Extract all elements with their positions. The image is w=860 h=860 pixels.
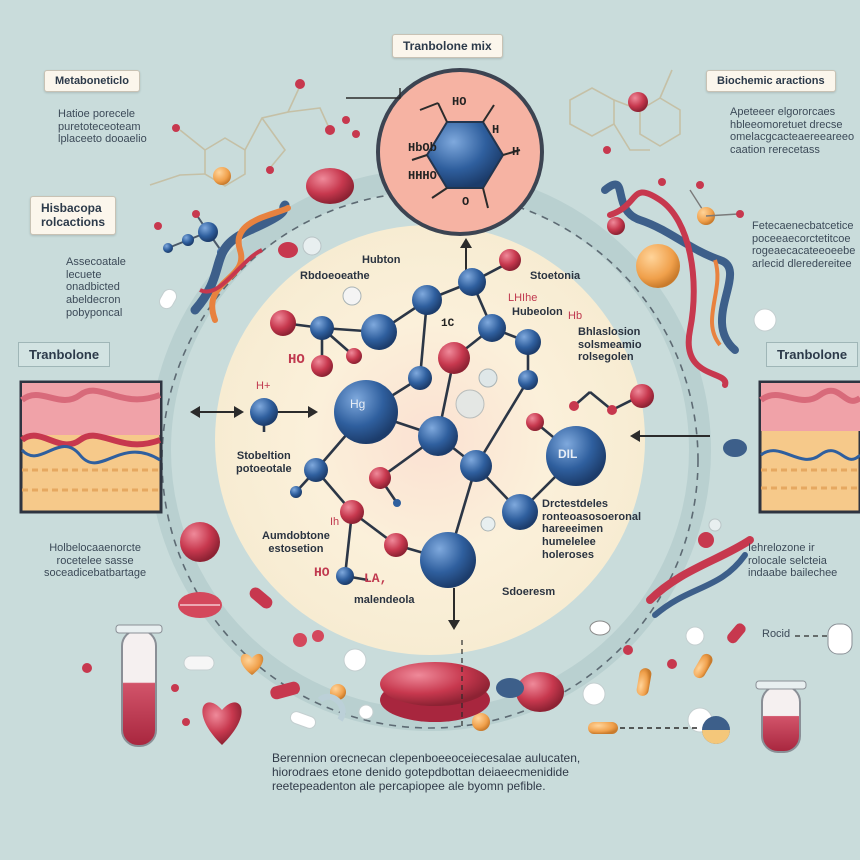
top-title: Tranbolone mix	[392, 34, 503, 58]
left-panel-text: Hatioe porecele puretoteceoteam lplaceet…	[58, 108, 147, 146]
central-molecule	[250, 249, 654, 588]
mol-label: malendeola	[354, 594, 415, 606]
mol-label: Aumdobtone estosetion	[262, 530, 330, 555]
mol-label: Hubton	[362, 254, 401, 266]
hex-label-hhho: HHHO	[408, 169, 437, 183]
hex-label-o: O	[462, 195, 470, 209]
mol-label: Hb	[568, 310, 583, 322]
mol-label: Bhlaslosion solsmeamio rolsegolen	[578, 326, 642, 364]
right-lower-text: Iehrelozone ir rolocale selcteia indaabe…	[748, 542, 838, 580]
mol-label: DIL	[558, 447, 578, 461]
mol-label: Rbdoeoeathe	[300, 270, 370, 282]
right-panel-heading: Biochemic aractions	[706, 70, 836, 92]
left-mid-heading: Hisbacopa rolcactions	[30, 196, 117, 235]
right-panel-text: Apeteeer elgororcaes hbleeomoretuet drec…	[730, 106, 855, 156]
mol-label: Sdoeresm	[502, 586, 556, 598]
right-mid-text: Fetecaenecbatcetice poceeaecorctetitcoe …	[752, 220, 856, 270]
mol-label: Stoetonia	[530, 270, 581, 282]
bottom-caption: Berennion orecnecan clepenboeeoceiecesal…	[272, 751, 581, 793]
left-band-label: Tranbolone	[18, 342, 111, 367]
hex-label-h-right: H	[512, 145, 520, 159]
mol-label: Drctestdeles ronteoasosoeronal hareeeime…	[542, 498, 642, 561]
mol-label: HO	[288, 352, 305, 368]
hex-label-hibo: HbOb	[408, 141, 437, 155]
mol-label: Hg	[350, 397, 366, 411]
mol-label: H+	[256, 380, 271, 392]
hex-label-ho: HO	[452, 95, 467, 109]
left-panel-heading: Metaboneticlo	[44, 70, 140, 92]
left-lower-text: Holbelocaaenorcte rocetelee sasse socead…	[44, 542, 147, 580]
mol-label: LHIhe	[508, 292, 538, 304]
mol-label: Stobeltion potoeotale	[236, 450, 292, 475]
right-band-label: Tranbolone	[766, 342, 859, 367]
mol-label: 1C	[441, 318, 455, 330]
left-mid-text: Assecoatale lecuete onadbicted abeldecro…	[66, 256, 126, 319]
right-small-label: Rocid	[762, 628, 791, 640]
mol-label: LA,	[364, 571, 388, 586]
mol-label: HO	[314, 565, 330, 580]
mol-label: Hubeolon	[512, 306, 563, 318]
mol-label: Ih	[330, 516, 340, 528]
hex-label-h-top: H	[492, 123, 500, 137]
